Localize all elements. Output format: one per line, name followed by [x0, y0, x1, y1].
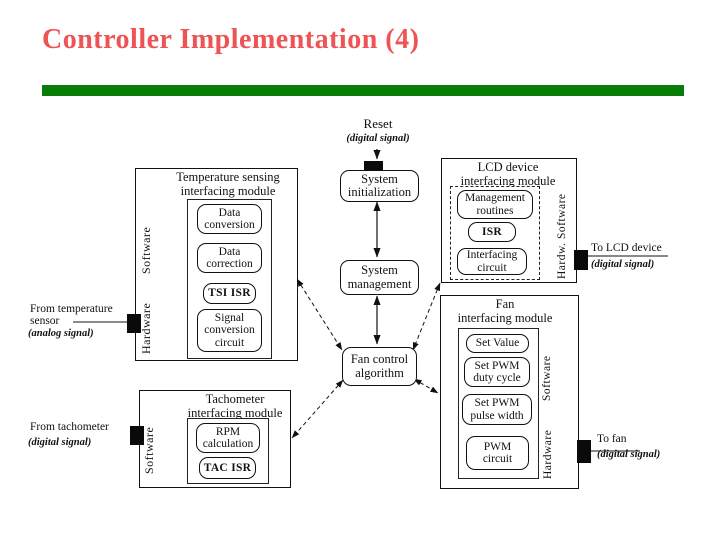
page-title: Controller Implementation (4) — [42, 24, 420, 55]
reset-label: Reset — [363, 116, 393, 131]
title-underline-bar — [42, 85, 684, 96]
reset-signal-label: (digital signal) — [346, 133, 410, 144]
tachometer-input-tab — [130, 426, 144, 445]
set-pwm-pulse-width-box: Set PWM pulse width — [462, 394, 532, 425]
from-tachometer-signal: (digital signal) — [28, 437, 92, 448]
lcd-module-title: LCD device interfacing module — [460, 160, 556, 188]
to-lcd-label: To LCD device — [591, 242, 662, 254]
tachometer-module-title: Tachometer interfacing module — [187, 392, 283, 420]
lcd-output-tab — [574, 250, 588, 270]
tac-isr-box: TAC ISR — [199, 457, 256, 479]
tachometer-software-label: Software — [142, 426, 156, 474]
pwm-circuit-box: PWM circuit — [466, 436, 529, 470]
management-routines-box: Management routines — [457, 190, 533, 219]
lcd-software-label: Software — [556, 193, 568, 239]
reset-connector-tab — [364, 161, 383, 171]
fan-hardware-label: Hardware — [542, 429, 554, 479]
signal-conversion-circuit-box: Signal conversion circuit — [197, 309, 262, 352]
wire-fan-fancontrol — [413, 378, 439, 394]
temperature-software-label: Software — [139, 226, 153, 274]
fan-module-title: Fan interfacing module — [457, 297, 553, 325]
system-management-box: System management — [340, 260, 419, 295]
wire-lcd-fancontrol — [412, 282, 441, 351]
to-fan-signal: (digital signal) — [597, 449, 661, 460]
rpm-calculation-box: RPM calculation — [196, 423, 260, 453]
temperature-module-title: Temperature sensing interfacing module — [176, 170, 280, 198]
fan-software-label: Software — [541, 355, 553, 401]
from-tachometer-label: From tachometer — [30, 421, 109, 433]
system-initialization-box: System initialization — [340, 170, 419, 202]
tsi-isr-box: TSI ISR — [203, 283, 256, 304]
to-fan-label: To fan — [597, 433, 627, 445]
set-value-box: Set Value — [466, 334, 529, 353]
fan-control-algorithm-box: Fan control algorithm — [342, 347, 417, 386]
fan-output-tab — [577, 440, 591, 463]
lcd-hardware-label: Hardw. — [556, 242, 568, 279]
data-conversion-box: Data conversion — [197, 204, 262, 234]
interfacing-circuit-box: Interfacing circuit — [457, 248, 527, 275]
from-temperature-label: From temperature sensor — [30, 303, 113, 328]
temperature-hardware-label: Hardware — [139, 302, 153, 354]
to-lcd-signal: (digital signal) — [591, 259, 655, 270]
from-temperature-signal: (analog signal) — [28, 328, 94, 339]
temperature-input-tab — [127, 314, 141, 333]
wire-temp-fancontrol — [296, 278, 343, 351]
data-correction-box: Data correction — [197, 243, 262, 273]
wire-tach-fancontrol — [291, 379, 344, 439]
set-pwm-duty-cycle-box: Set PWM duty cycle — [464, 357, 530, 387]
isr-box: ISR — [468, 222, 516, 242]
